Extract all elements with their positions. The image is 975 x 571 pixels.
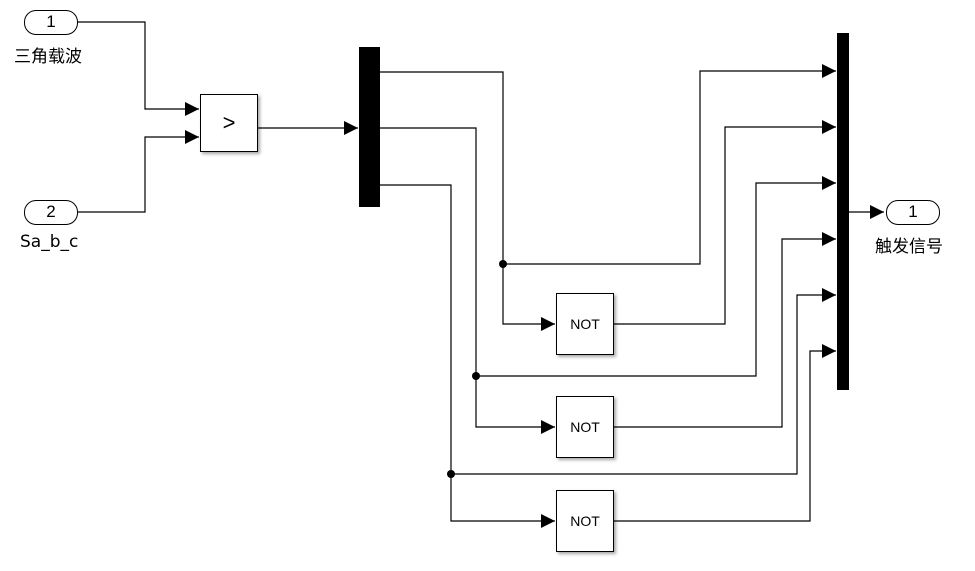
line-demux-out1 [380, 71, 555, 331]
inport-1-label: 三角载波 [14, 47, 82, 67]
outport-1-label: 触发信号 [875, 237, 943, 257]
demux-block[interactable] [359, 47, 380, 207]
not-block-3-label: NOT [570, 513, 600, 529]
branch-point-2 [472, 372, 480, 380]
mux-block[interactable] [837, 33, 849, 390]
not-block-1[interactable]: NOT [556, 293, 614, 355]
inport-2-number: 2 [46, 202, 56, 221]
branch-point-1 [499, 260, 507, 268]
not-block-2-label: NOT [570, 419, 600, 435]
inport-1-number: 1 [46, 12, 56, 31]
branch-point-3 [447, 470, 455, 478]
relational-operator-symbol: > [222, 110, 236, 135]
line-branch2-to-mux3 [476, 176, 836, 377]
inport-2[interactable]: 2 [24, 200, 78, 225]
line-branch1-to-mux1 [503, 64, 836, 265]
inport-2-label: Sa_b_c [20, 232, 79, 252]
line-demux-out3 [380, 184, 555, 528]
not-block-2[interactable]: NOT [556, 396, 614, 458]
not-block-3[interactable]: NOT [556, 490, 614, 552]
inport-1[interactable]: 1 [24, 10, 78, 35]
line-not3-to-mux6 [614, 344, 836, 522]
line-not1-to-mux2 [614, 120, 836, 325]
not-block-1-label: NOT [570, 316, 600, 332]
line-not2-to-mux4 [614, 232, 836, 428]
line-branch3-to-mux5 [451, 288, 836, 475]
line-in1-to-compare [78, 21, 199, 116]
outport-1-number: 1 [908, 202, 918, 221]
line-in2-to-compare [78, 130, 199, 213]
relational-operator-block[interactable]: > [200, 94, 258, 152]
line-demux-out2 [380, 127, 555, 434]
outport-1[interactable]: 1 [886, 200, 940, 225]
